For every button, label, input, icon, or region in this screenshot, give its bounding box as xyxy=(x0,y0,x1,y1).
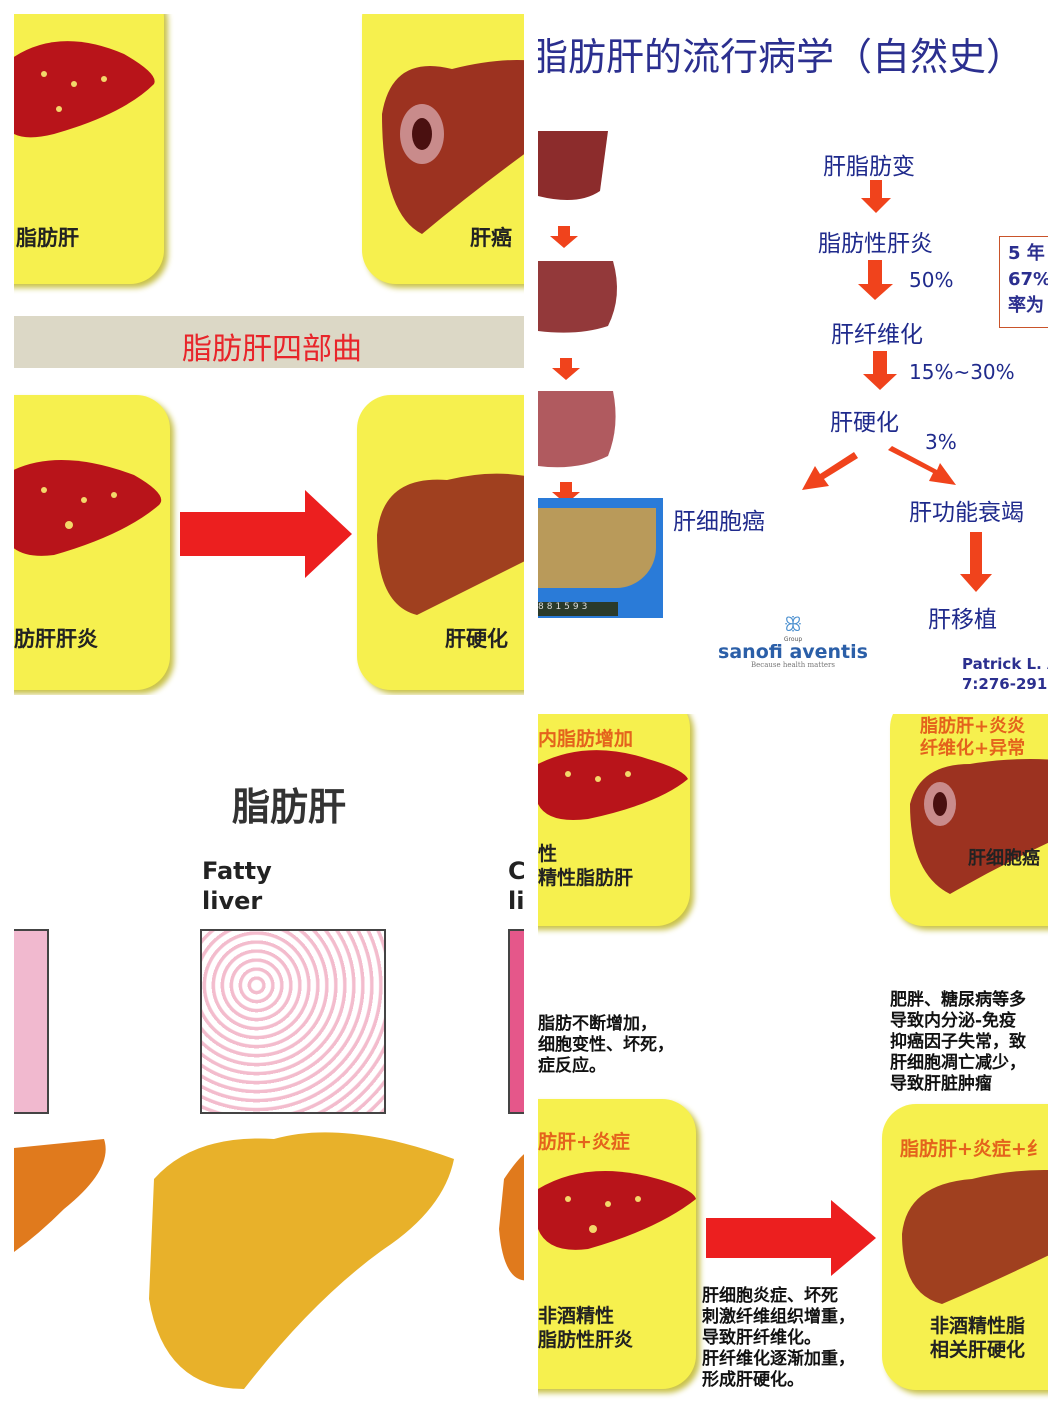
card-header: 肪肝+炎症 xyxy=(538,1131,630,1153)
panel-natural-history: 脂肪肝的流行病学（自然史） 881593 肝脂肪变 脂肪性肝炎 肝纤维化 肝硬化… xyxy=(538,14,1048,700)
panel-four-stages: 脂肪肝 肝癌 脂肪肝四部曲 肪肝肝炎 肝硬化 xyxy=(14,14,524,695)
logo-name: sanofi aventis xyxy=(718,641,868,663)
liver-image xyxy=(902,1170,1048,1304)
citation: Patrick L. A 7:276-291 xyxy=(962,654,1048,694)
card-caption: 肝细胞癌 xyxy=(968,848,1040,869)
rate-label: 15%~30% xyxy=(909,360,1015,384)
card-label: 肪肝肝炎 xyxy=(14,627,98,651)
box-line: 5 年 xyxy=(1008,243,1045,264)
flow-step: 肝移植 xyxy=(928,607,997,633)
panel-progression: 内脂肪增加 性 精性脂肪肝 脂肪肝+炎炎 纤维化+异常 肝细胞癌 脂肪不断增加，… xyxy=(538,714,1048,1400)
citation-line: Patrick L. A xyxy=(962,655,1048,673)
liver-specimens xyxy=(538,131,617,504)
arrow-right-icon xyxy=(706,1200,876,1276)
label-partial: C li xyxy=(508,857,524,915)
flow-step: 肝细胞癌 xyxy=(673,509,765,535)
slide-title: 脂肪肝的流行病学（自然史） xyxy=(538,35,1025,79)
logo-tagline: Because health matters xyxy=(751,661,835,669)
liver-image xyxy=(14,460,162,556)
flow-step: 肝纤维化 xyxy=(831,322,923,348)
box-line: 67% xyxy=(1008,269,1048,290)
specimen-label: 881593 xyxy=(538,602,618,616)
card-caption: 非酒精性脂 相关肝硬化 xyxy=(930,1315,1026,1361)
illustration-title: 脂肪肝 xyxy=(232,785,347,829)
banner: 脂肪肝四部曲 xyxy=(14,316,524,368)
card-cancer: 脂肪肝+炎炎 纤维化+异常 肝细胞癌 xyxy=(890,714,1048,926)
rate-label: 3% xyxy=(925,430,957,454)
liver-image xyxy=(538,750,688,820)
survival-box: 5 年 67% 率为 xyxy=(999,236,1048,328)
liver-image xyxy=(538,1171,696,1250)
card-header: 内脂肪增加 xyxy=(538,728,634,750)
card-cirrhosis: 脂肪肝+炎症+纟 非酒精性脂 相关肝硬化 xyxy=(882,1104,1048,1390)
liver-illustrations xyxy=(14,1132,524,1389)
flow-step: 肝硬化 xyxy=(830,410,899,436)
label-fatty-liver: Fatty liver xyxy=(202,857,272,915)
flow-step: 肝功能衰竭 xyxy=(909,500,1024,526)
banner-title: 脂肪肝四部曲 xyxy=(182,332,362,367)
flow-step: 脂肪性肝炎 xyxy=(818,231,933,257)
liver-image xyxy=(14,41,155,138)
arrow-right-icon xyxy=(180,490,352,578)
card-fatty-liver: 脂肪肝 xyxy=(14,14,164,284)
specimen-photo: 881593 xyxy=(538,498,663,618)
histology-left xyxy=(14,929,49,1114)
sanofi-logo: ꕥ Group sanofi aventis Because health ma… xyxy=(703,612,883,692)
liver-image xyxy=(382,60,524,234)
panel-fatty-liver-illustration: 脂肪肝 Fatty liver C li xyxy=(14,714,524,1400)
card-header: 脂肪肝+炎炎 纤维化+异常 xyxy=(920,716,1026,759)
logo-figures-icon: ꕥ xyxy=(783,612,803,636)
card-liver-cancer: 肝癌 xyxy=(362,14,524,284)
box-line: 率为 xyxy=(1008,295,1044,316)
liver-image xyxy=(377,473,524,615)
liver-image xyxy=(910,759,1048,894)
flow-step: 肝脂肪变 xyxy=(823,154,915,180)
card-label: 肝癌 xyxy=(470,226,512,250)
card-fat-increase: 内脂肪增加 性 精性脂肪肝 xyxy=(538,714,690,926)
card-label: 脂肪肝 xyxy=(16,226,79,250)
card-caption: 非酒精性 脂肪性肝炎 xyxy=(538,1305,634,1351)
histology-right xyxy=(508,929,524,1114)
card-fatty-hepatitis: 肪肝肝炎 xyxy=(14,395,170,690)
rate-label: 50% xyxy=(909,268,954,292)
card-cirrhosis: 肝硬化 xyxy=(357,395,524,690)
flow-arrows xyxy=(802,180,992,592)
card-label: 肝硬化 xyxy=(445,627,508,651)
card-caption: 性 精性脂肪肝 xyxy=(538,843,634,889)
note-text: 肥胖、糖尿病等多 导致内分泌-免疫 抑癌因子失常，致 肝细胞凋亡减少， 导致肝脏… xyxy=(890,990,1026,1094)
citation-line: 7:276-291 xyxy=(962,675,1048,693)
note-text: 肝细胞炎症、坏死 刺激纤维组织增重， 导致肝纤维化。 肝纤维化逐渐加重， 形成肝… xyxy=(702,1286,855,1390)
card-header: 脂肪肝+炎症+纟 xyxy=(900,1138,1046,1160)
logo-group: Group xyxy=(783,636,803,643)
histology-fatty xyxy=(200,929,386,1114)
note-text: 脂肪不断增加， 细胞变性、坏死， 症反应。 xyxy=(538,1014,674,1076)
card-steatohepatitis: 肪肝+炎症 非酒精性 脂肪性肝炎 xyxy=(538,1099,696,1389)
